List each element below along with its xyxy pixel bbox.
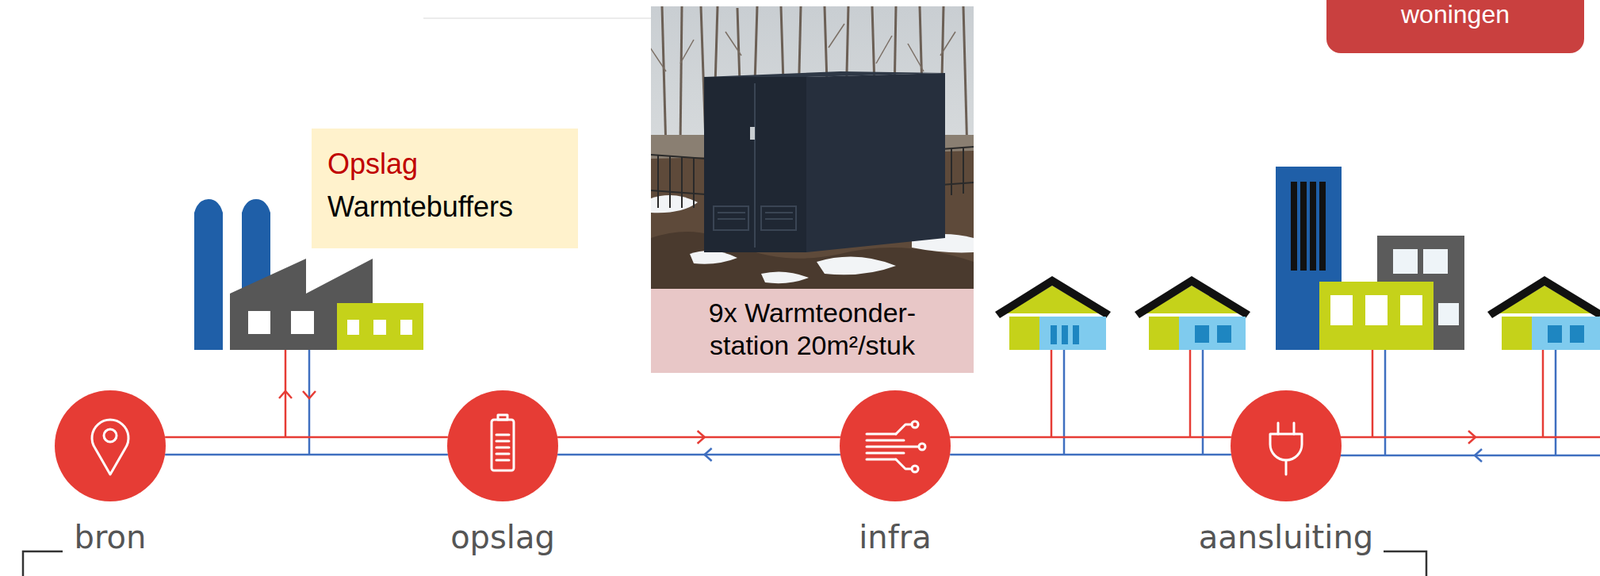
callout-box: woningen xyxy=(1326,0,1585,54)
factory-pipes xyxy=(279,349,316,456)
stage-label: opslag xyxy=(450,518,556,556)
arrow-head xyxy=(704,447,712,461)
circle-fill xyxy=(1230,390,1342,502)
pipe-connector xyxy=(164,436,448,455)
pipe-line xyxy=(164,436,448,439)
caption-box: 9x Warmteonder- station 20m²/stuk xyxy=(650,288,974,373)
stage-label: aansluiting xyxy=(1198,518,1374,556)
pipe-line xyxy=(557,453,841,456)
note-heading: Opslag xyxy=(327,142,563,186)
stage-circle: aansluiting xyxy=(1230,390,1342,502)
house-icon xyxy=(995,275,1111,350)
circle-shape xyxy=(447,390,559,502)
circle-fill xyxy=(54,390,166,502)
plug-icon xyxy=(1270,422,1302,475)
main-pipes-end xyxy=(1339,430,1600,462)
caption-text: 9x Warmteonder- station 20m²/stuk xyxy=(666,296,958,362)
house-icon xyxy=(1134,275,1251,350)
circle-shape xyxy=(839,390,951,502)
location-pin-icon xyxy=(91,419,129,475)
stage-circle: bron xyxy=(54,390,166,502)
battery-icon xyxy=(491,414,514,471)
pipe-connector xyxy=(557,430,841,461)
apartment-icon xyxy=(1275,166,1465,350)
callout-text: woningen xyxy=(1335,0,1575,30)
pipe-line xyxy=(949,436,1232,439)
house-icon xyxy=(1487,275,1600,350)
arrow-head xyxy=(697,430,705,444)
pipe-line xyxy=(557,436,841,439)
circle-fill xyxy=(447,390,559,502)
circle-fill xyxy=(839,390,951,502)
stage-circle: infra xyxy=(839,390,951,502)
note-box: OpslagWarmtebuffers xyxy=(311,128,578,249)
substation-photo xyxy=(650,6,974,289)
pipe-line xyxy=(949,453,1232,456)
top-rule xyxy=(423,17,651,20)
pipe-connector xyxy=(949,436,1232,455)
stage-circle: opslag xyxy=(447,390,559,502)
circle-shape xyxy=(1230,390,1342,502)
circle-shape xyxy=(54,390,166,502)
stage-label: infra xyxy=(858,518,932,556)
stage-label: bron xyxy=(74,518,147,556)
network-icon xyxy=(866,421,926,472)
note-text: Warmtebuffers xyxy=(327,185,563,229)
pipe-line xyxy=(164,453,448,456)
